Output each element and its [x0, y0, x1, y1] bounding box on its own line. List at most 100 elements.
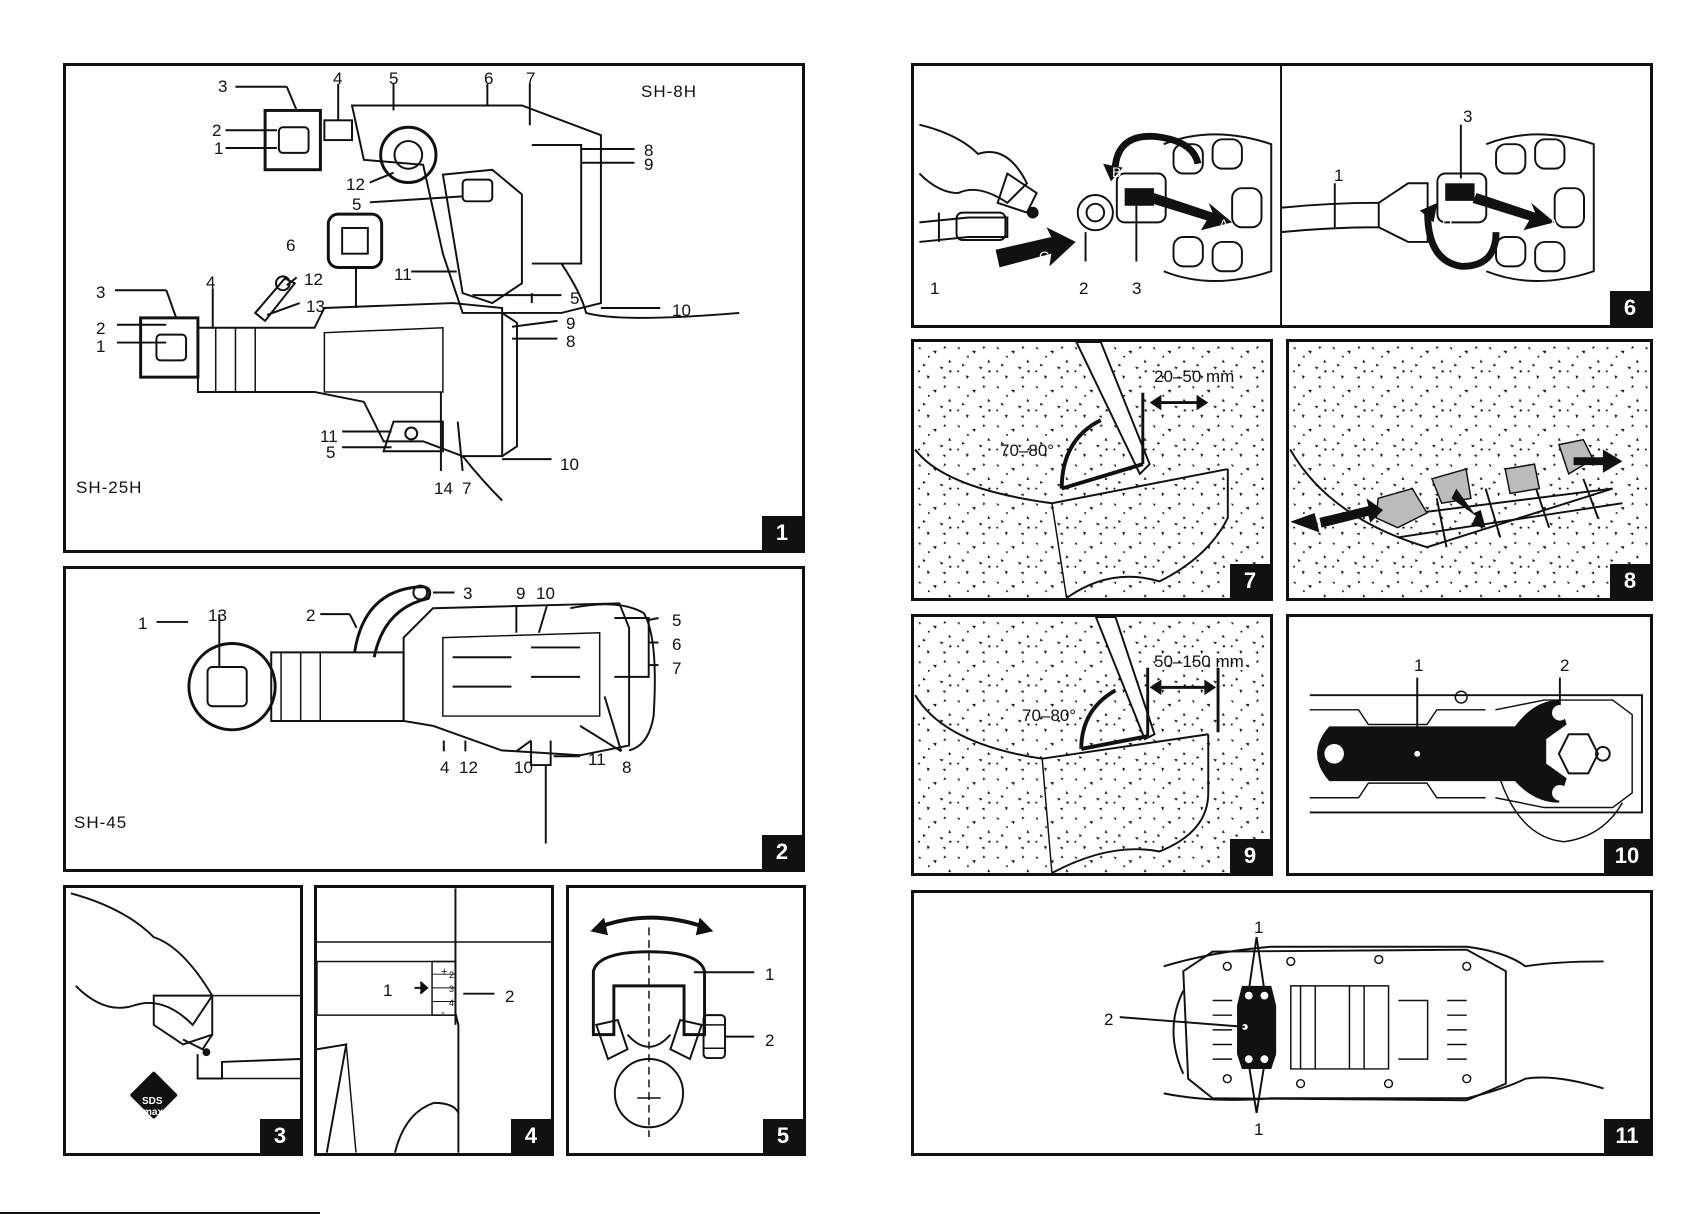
figure-number-badge: 3	[260, 1119, 300, 1153]
figure-8-drawing	[1289, 342, 1650, 598]
figure-5-panel: 1 2 5	[566, 885, 806, 1156]
label: 1	[1254, 1121, 1263, 1138]
label: 9	[516, 585, 525, 602]
label: 6	[286, 237, 295, 254]
label: 2	[212, 122, 221, 139]
label: 2	[1104, 1011, 1113, 1028]
angle-label: 70–80°	[1022, 707, 1076, 724]
label: 2	[1560, 657, 1569, 674]
label: 3	[1463, 108, 1472, 125]
figure-number-badge: 5	[763, 1119, 803, 1153]
model-sh25h: SH-25H	[76, 478, 142, 498]
figure-8-panel: 8	[1286, 339, 1653, 601]
depth-label: 20–50 mm	[1154, 368, 1234, 385]
figure-10-panel: 1 2 10	[1286, 614, 1653, 876]
figure-5-drawing	[569, 888, 803, 1153]
label: 4	[333, 70, 342, 87]
label: 7	[672, 660, 681, 677]
figure-number-badge: 11	[1604, 1119, 1650, 1153]
label: 12	[346, 176, 365, 193]
label: 1	[1414, 657, 1423, 674]
figure-6-drawing	[914, 66, 1650, 325]
label: 3	[463, 585, 472, 602]
figure-number-badge: 4	[511, 1119, 551, 1153]
figure-number-badge: 7	[1230, 564, 1270, 598]
label: 10	[536, 585, 555, 602]
label: 6	[672, 636, 681, 653]
label: 13	[208, 607, 227, 624]
label: 9	[566, 315, 575, 332]
figure-1-drawing	[66, 66, 802, 550]
angle-label: 70–80°	[1000, 442, 1054, 459]
figure-4-drawing	[317, 888, 551, 1153]
figure-11-drawing	[914, 893, 1650, 1153]
label: 9	[644, 156, 653, 173]
figure-number-badge: 1	[762, 516, 802, 550]
label: 1	[765, 966, 774, 983]
label: 10	[514, 759, 533, 776]
figure-number-badge: 6	[1610, 291, 1650, 325]
figure-1-panel: SH-8H SH-25H 3 4 5 6 7 2 1 12 5 8 9 6 11…	[63, 63, 805, 553]
label: 5	[326, 444, 335, 461]
label: 13	[306, 298, 325, 315]
label: 14	[434, 480, 453, 497]
label: 2	[1079, 280, 1088, 297]
label: 4	[206, 274, 215, 291]
label: 2	[765, 1032, 774, 1049]
label: 5	[672, 612, 681, 629]
label: 8	[566, 333, 575, 350]
scale-mark: -	[441, 1005, 445, 1022]
label: 2	[306, 607, 315, 624]
label: 1	[383, 982, 392, 999]
label: 12	[459, 759, 478, 776]
arrow-label-a: A	[1549, 216, 1558, 233]
label: 2	[96, 320, 105, 337]
label: 7	[526, 70, 535, 87]
arrow-label-c: C	[1039, 248, 1049, 265]
label: 10	[672, 302, 691, 319]
label: 6	[484, 70, 493, 87]
label: 11	[588, 751, 606, 768]
arrow-label-d: D	[1442, 214, 1452, 231]
label: 1	[1334, 167, 1343, 184]
arrow-label-b: B	[1112, 164, 1121, 181]
label: 2	[505, 988, 514, 1005]
label: 1	[1254, 919, 1263, 936]
sds-max-text-bottom: max	[143, 1104, 163, 1121]
figure-2-drawing	[66, 569, 802, 869]
figure-6-panel: 1 2 3 1 3 A B C D A 6	[911, 63, 1653, 328]
label: 1	[930, 280, 939, 297]
model-sh45: SH-45	[74, 813, 127, 833]
model-sh8h: SH-8H	[641, 82, 697, 102]
label: 4	[440, 759, 449, 776]
label: 5	[389, 70, 398, 87]
figure-11-panel: 1 2 1 11	[911, 890, 1653, 1156]
label: 3	[96, 284, 105, 301]
label: 10	[560, 456, 579, 473]
label: 1	[138, 615, 147, 632]
label: 7	[462, 480, 471, 497]
depth-label: 50–150 mm	[1154, 653, 1244, 670]
scale-mark: 4	[449, 995, 454, 1012]
figure-3-panel: SDS max 3	[63, 885, 303, 1156]
figure-9-panel: 50–150 mm 70–80° 9	[911, 614, 1273, 876]
figure-number-badge: 2	[762, 835, 802, 869]
label: 3	[1132, 280, 1141, 297]
figure-10-drawing	[1289, 617, 1650, 873]
label: 5	[352, 196, 361, 213]
figure-7-panel: 20–50 mm 70–80° 7	[911, 339, 1273, 601]
label: 8	[622, 759, 631, 776]
figure-4-panel: 1 2 + 2 3 4 - 4	[314, 885, 554, 1156]
figure-number-badge: 10	[1604, 839, 1650, 873]
figure-3-drawing	[66, 888, 300, 1153]
figure-number-badge: 8	[1610, 564, 1650, 598]
figure-number-badge: 9	[1230, 839, 1270, 873]
label: 3	[218, 78, 227, 95]
label: 12	[304, 271, 323, 288]
label: 5	[570, 290, 579, 307]
label: 1	[214, 140, 223, 157]
label: 11	[394, 266, 412, 283]
scale-mark: +	[441, 964, 447, 981]
arrow-label-a: A	[1219, 216, 1228, 233]
figure-2-panel: SH-45 3 9 10 13 2 1 5 6 7 4 12 10 11 8 2	[63, 566, 805, 872]
